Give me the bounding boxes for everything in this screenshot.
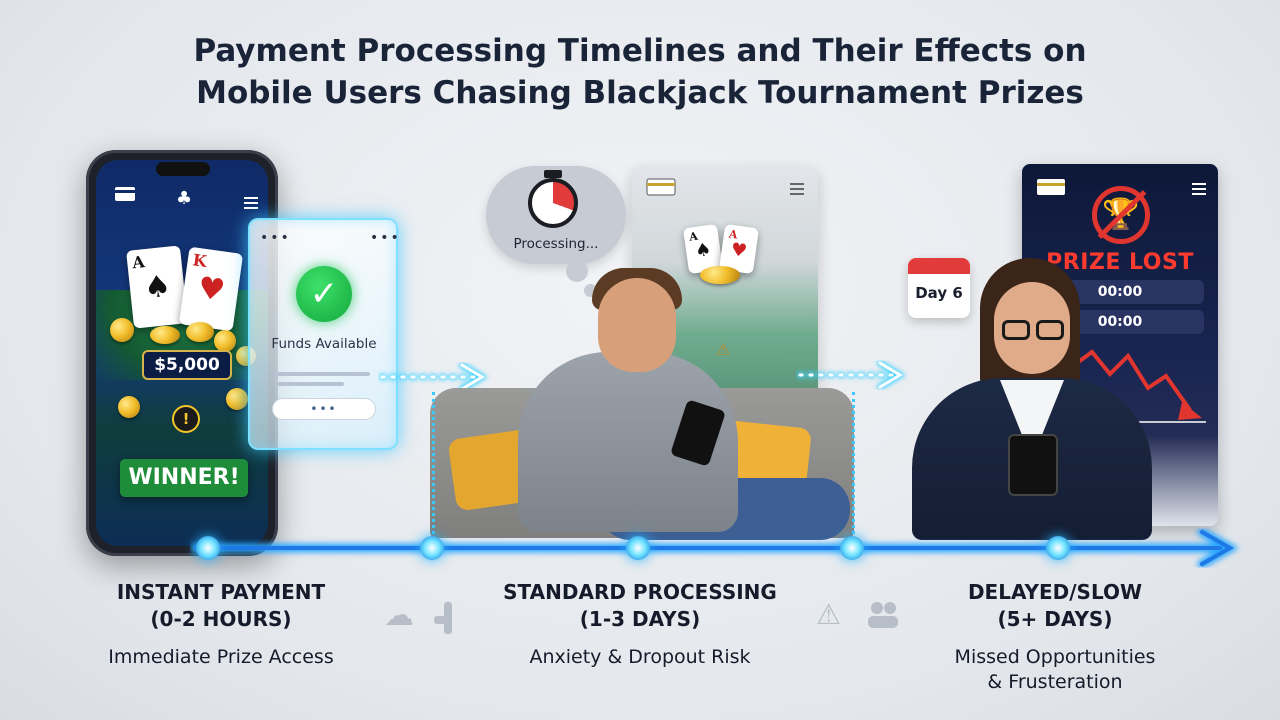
stopwatch-crown [544, 170, 562, 178]
stage-title-line: (5+ DAYS) [997, 607, 1113, 631]
prize-lost-label: PRIZE LOST [1046, 250, 1194, 275]
spade-pip-icon: ♠ [142, 268, 173, 307]
title-line-1: Payment Processing Timelines and Their E… [193, 33, 1087, 69]
stage-title-line: DELAYED/SLOW [967, 580, 1143, 604]
ace-card-rank: A [131, 252, 146, 273]
stage-title-line: (1-3 DAYS) [579, 607, 701, 631]
gold-coin [150, 326, 180, 344]
gold-coin [226, 388, 248, 410]
prize-amount-badge: $5,000 [142, 350, 232, 380]
progress-arrow-icon [379, 362, 488, 392]
calendar-day-label: Day 6 [915, 284, 963, 302]
winner-banner: WINNER! [120, 459, 248, 497]
woman-phone [1008, 434, 1058, 496]
bracket-line [852, 392, 855, 540]
gold-coin [214, 330, 236, 352]
bracket-line [432, 392, 435, 540]
king-card-rank: K [191, 250, 208, 272]
anxious-man-head [598, 278, 676, 372]
wallet-icon [1036, 178, 1066, 200]
title-line-2: Mobile Users Chasing Blackjack Tournamen… [196, 75, 1084, 111]
wallet-icon [646, 178, 676, 200]
gold-coin [186, 322, 214, 342]
spade-icon: ♣ [176, 188, 193, 209]
phone-notch [156, 162, 210, 176]
divider [274, 372, 370, 376]
stage-desc-instant: Immediate Prize Access [108, 646, 334, 668]
stage-title-line: (0-2 HOURS) [150, 607, 292, 631]
progress-arrow-icon [797, 360, 906, 390]
warning-icon: ! [172, 405, 200, 433]
users-icon [866, 600, 900, 634]
calendar-icon: Day 6 [908, 258, 970, 318]
timeline-node [626, 536, 650, 560]
cloud-icon: ☁ [384, 598, 414, 633]
glasses [1002, 320, 1030, 340]
stage-desc-standard: Anxiety & Dropout Risk [529, 646, 751, 668]
stage-title-line: STANDARD PROCESSING [503, 580, 777, 604]
hand-icon [434, 602, 458, 634]
gold-coin [118, 396, 140, 418]
warning-icon: ⚠ [716, 340, 731, 359]
timeline-node [196, 536, 220, 560]
stopwatch-icon [528, 178, 578, 228]
stage-desc-delayed: Missed Opportunities & Frusteration [900, 645, 1210, 695]
timeline-node [420, 536, 444, 560]
thought-dot [566, 260, 588, 282]
timeline-arrow [191, 527, 1240, 569]
gold-coin [700, 266, 740, 284]
timeline-node [1046, 536, 1070, 560]
stage-title-instant: INSTANT PAYMENT (0-2 HOURS) [56, 579, 386, 633]
menu-icon[interactable] [244, 194, 258, 213]
wallet-icon [114, 186, 136, 206]
heart-pip-icon: ♥ [195, 270, 228, 309]
stage-title-standard: STANDARD PROCESSING (1-3 DAYS) [470, 579, 810, 633]
timeline-node [840, 536, 864, 560]
stage-title-delayed: DELAYED/SLOW (5+ DAYS) [900, 579, 1210, 633]
check-icon: ✓ [296, 266, 352, 322]
funds-action-pill[interactable]: ••• [272, 398, 376, 420]
processing-label: Processing... [513, 236, 599, 252]
stage-desc-line: & Frusteration [987, 671, 1123, 693]
stage-title-line: INSTANT PAYMENT [116, 580, 326, 604]
gold-coin [110, 318, 134, 342]
menu-icon[interactable] [1192, 180, 1206, 199]
warning-icon: ⚠ [816, 598, 842, 631]
dots-icon: ••• [370, 230, 401, 246]
dots-icon: ••• [260, 230, 291, 246]
ace-card: A ♠ [126, 245, 188, 329]
glasses [1036, 320, 1064, 340]
funds-available-label: Funds Available [271, 336, 377, 352]
stage-desc-line: Missed Opportunities [954, 646, 1156, 668]
king-card: K ♥ [178, 246, 244, 332]
divider [274, 382, 344, 386]
page-title: Payment Processing Timelines and Their E… [0, 30, 1280, 114]
menu-icon[interactable] [790, 180, 804, 199]
frustrated-woman-head [994, 282, 1070, 374]
